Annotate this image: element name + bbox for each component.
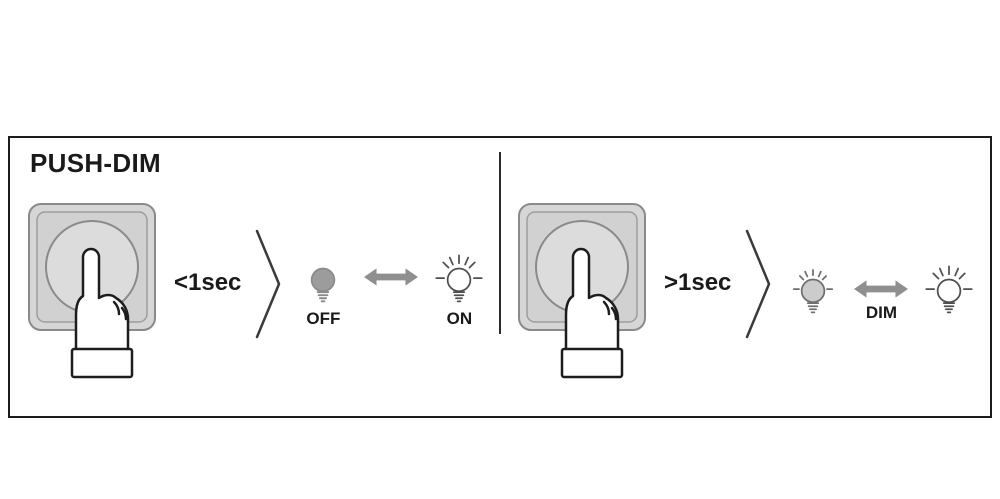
off-label: OFF [306,309,341,328]
double-headed-arrow-icon [854,279,909,298]
bulb-dim-high-icon [925,265,974,314]
bulb-on-icon [435,254,484,303]
bulb-off-icon [311,267,336,303]
short-press-panel: <1sec [10,164,500,416]
dim-arrow-group: DIM [854,278,909,323]
on-label: ON [446,309,473,328]
bulb-dim-high-group [921,262,977,318]
bulb-on-group: ON [431,251,487,329]
chevron-separator-icon [254,228,282,345]
bulb-dim-low-group [785,262,841,318]
press-duration-label: <1sec [174,269,242,296]
bulb-off-group: OFF [295,251,351,329]
dim-label: DIM [865,302,897,322]
press-duration-label: >1sec [664,269,732,296]
long-press-panel: >1sec [500,164,990,416]
diagram-title: PUSH-DIM [30,148,161,178]
push-button-with-hand-icon [516,201,651,388]
chevron-separator-icon [744,228,772,345]
double-headed-arrow-icon [364,266,419,293]
instruction-frame: PUSH-DIM [8,136,992,418]
push-button-with-hand-icon [26,201,161,388]
panel-divider [499,152,501,334]
bulb-dim-low-icon [793,269,834,314]
panel-row: <1sec [10,138,990,416]
